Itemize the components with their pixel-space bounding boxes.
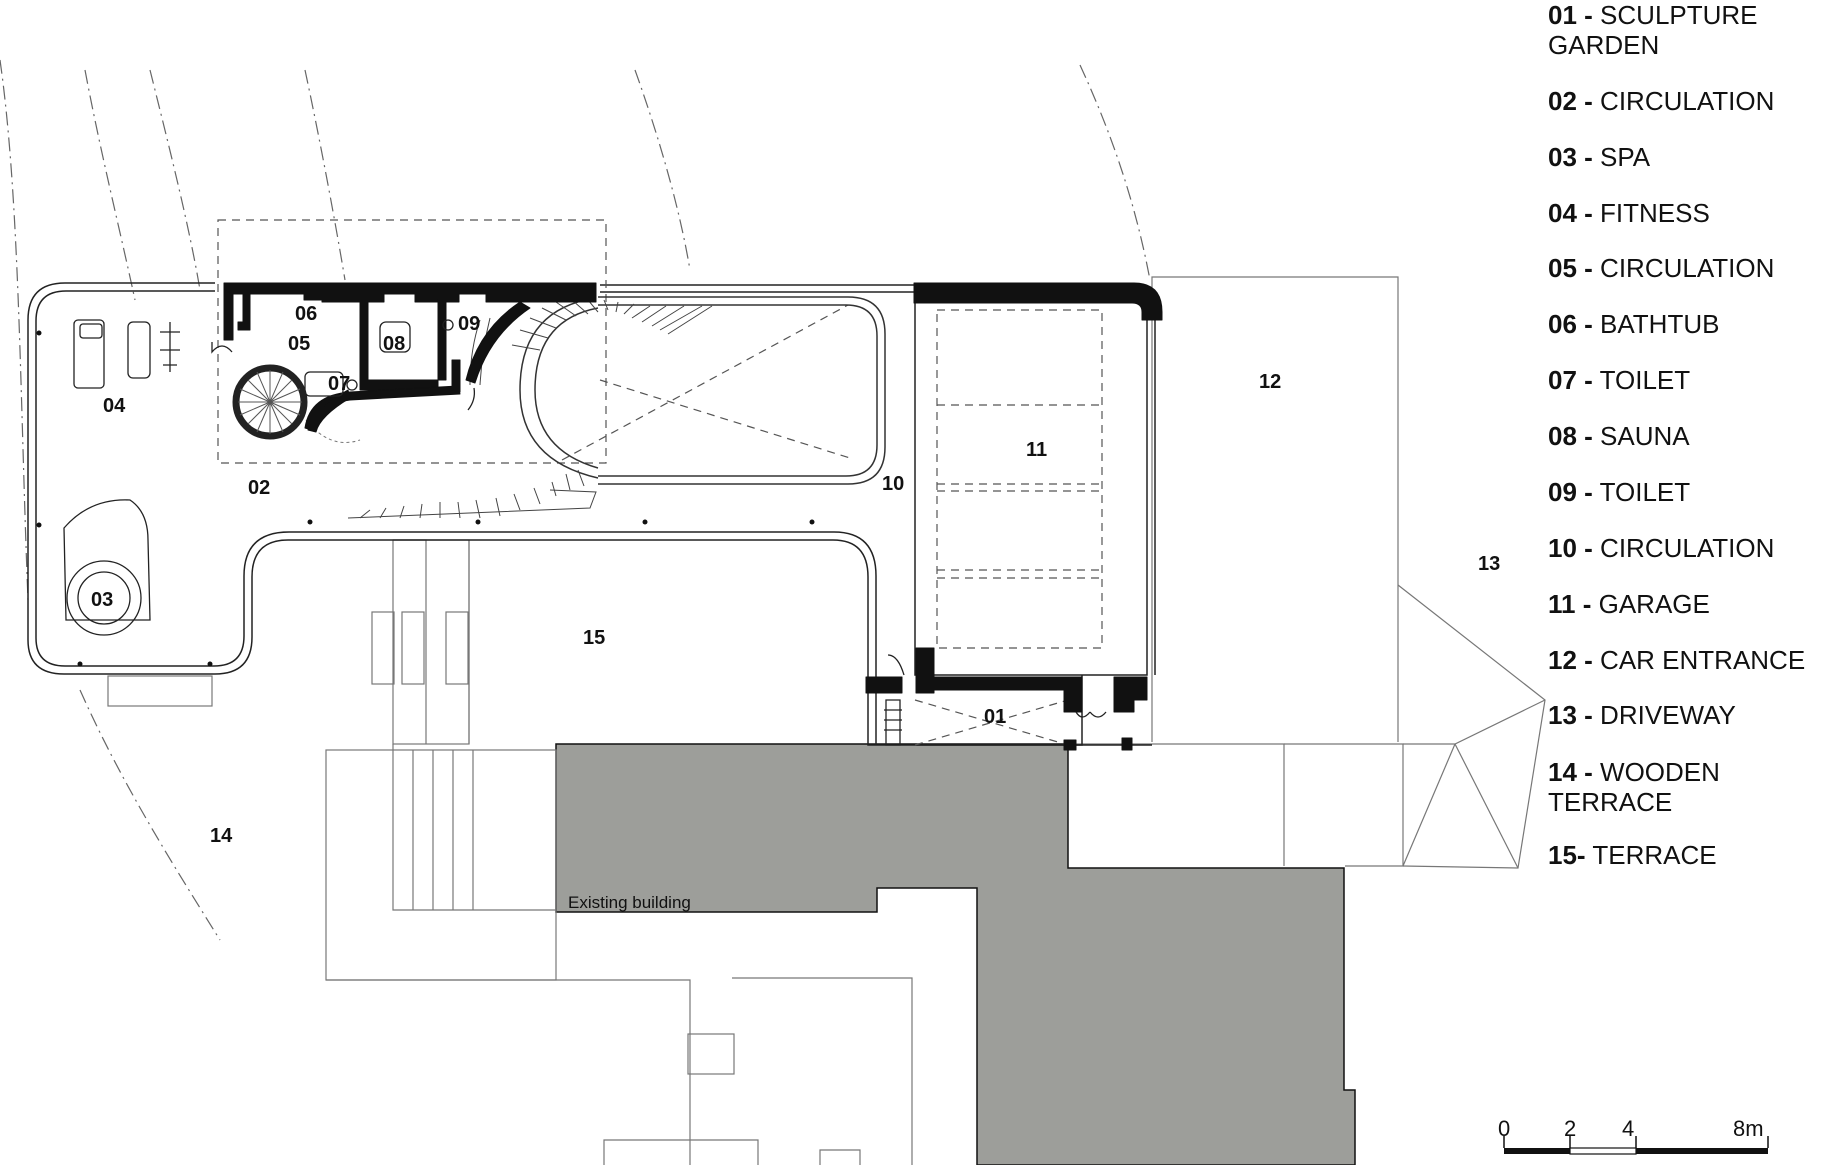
room-label-04: 04 (103, 395, 126, 417)
legend-name: CIRCULATION (1600, 533, 1775, 563)
legend-name: SAUNA (1600, 421, 1690, 451)
room-label-05: 05 (288, 333, 310, 355)
legend-item-11: 11 - GARAGE (1548, 589, 1838, 619)
legend-name: CAR ENTRANCE (1600, 645, 1806, 675)
legend-name: SCULPTURE (1600, 0, 1758, 30)
room-label-08: 08 (383, 333, 405, 355)
site-context-lines (107, 276, 1546, 1165)
legend-name: WOODEN (1600, 757, 1720, 787)
legend-name: TOILET (1599, 477, 1691, 507)
legend-name-line2: GARDEN (1548, 30, 1660, 60)
spiral-stair (232, 364, 361, 443)
room-label-07: 07 (328, 373, 350, 395)
legend-item-06: 06 - BATHTUB (1548, 309, 1838, 339)
room-label-13: 13 (1478, 553, 1500, 575)
room-label-02: 02 (248, 477, 270, 499)
legend-item-05: 05 - CIRCULATION (1548, 253, 1838, 283)
room-labels: 01 02 03 04 05 06 07 08 09 10 11 12 13 1… (91, 303, 1500, 912)
legend-name: SPA (1600, 142, 1651, 172)
room-label-15: 15 (583, 627, 605, 649)
room-label-12: 12 (1259, 371, 1281, 393)
legend-name: GARAGE (1598, 589, 1710, 619)
legend-item-10: 10 - CIRCULATION (1548, 533, 1838, 563)
legend-number: 09 - (1548, 477, 1593, 507)
scale-bar: 0 2 4 8m (1498, 1116, 1769, 1155)
room-label-09: 09 (458, 313, 480, 335)
existing-building (555, 743, 1356, 1165)
stair-treads (347, 299, 713, 519)
legend-item-07: 07 - TOILET (1548, 365, 1838, 395)
legend-item-08: 08 - SAUNA (1548, 421, 1838, 451)
legend-item-13: 13 - DRIVEWAY (1548, 700, 1838, 730)
legend-item-02: 02 - CIRCULATION (1548, 86, 1838, 116)
scale-label-8m: 8m (1733, 1116, 1764, 1141)
scale-label-0: 0 (1498, 1116, 1510, 1141)
legend-name: CIRCULATION (1600, 253, 1775, 283)
site-boundary-lines (0, 59, 1151, 941)
legend-number: 12 - (1548, 645, 1593, 675)
stair-pill (519, 296, 886, 485)
fixtures (63, 319, 1107, 746)
legend-number: 02 - (1548, 86, 1593, 116)
legend-name-line2: TERRACE (1548, 787, 1673, 817)
legend-name: BATHTUB (1600, 309, 1720, 339)
room-label-06: 06 (295, 303, 317, 325)
room-label-14: 14 (210, 825, 233, 847)
legend-item-14: 14 - WOODEN TERRACE (1548, 757, 1838, 817)
legend-number: 15- (1548, 840, 1586, 870)
walls (223, 282, 1163, 751)
room-label-11: 11 (1026, 439, 1047, 461)
legend-number: 01 - (1548, 0, 1593, 30)
legend-name: DRIVEWAY (1600, 700, 1736, 730)
legend-item-09: 09 - TOILET (1548, 477, 1838, 507)
legend-number: 13 - (1548, 700, 1593, 730)
legend-item-03: 03 - SPA (1548, 142, 1838, 172)
legend-number: 14 - (1548, 757, 1593, 787)
legend-item-01: 01 - SCULPTURE GARDEN (1548, 0, 1838, 60)
existing-building-label: Existing building (568, 893, 691, 912)
legend-number: 04 - (1548, 198, 1593, 228)
scale-label-2: 2 (1564, 1116, 1576, 1141)
legend-name: CIRCULATION (1600, 86, 1775, 116)
legend-number: 03 - (1548, 142, 1593, 172)
dashed-overlay-lines (217, 219, 1103, 746)
legend-name: TERRACE (1592, 840, 1717, 870)
legend-item-15: 15- TERRACE (1548, 840, 1838, 870)
legend-item-12: 12 - CAR ENTRANCE (1548, 645, 1838, 675)
legend-number: 11 - (1548, 589, 1592, 619)
legend-name: TOILET (1599, 365, 1691, 395)
legend-number: 07 - (1548, 365, 1593, 395)
legend-name: FITNESS (1600, 198, 1710, 228)
building-outline (27, 282, 1156, 746)
room-label-03: 03 (91, 589, 113, 611)
legend-number: 06 - (1548, 309, 1593, 339)
scale-label-4: 4 (1622, 1116, 1634, 1141)
legend-item-04: 04 - FITNESS (1548, 198, 1838, 228)
legend-number: 08 - (1548, 421, 1593, 451)
column-dots (36, 330, 815, 667)
room-label-10: 10 (882, 473, 904, 495)
legend-number: 05 - (1548, 253, 1593, 283)
legend-number: 10 - (1548, 533, 1593, 563)
room-label-01: 01 (984, 706, 1006, 728)
